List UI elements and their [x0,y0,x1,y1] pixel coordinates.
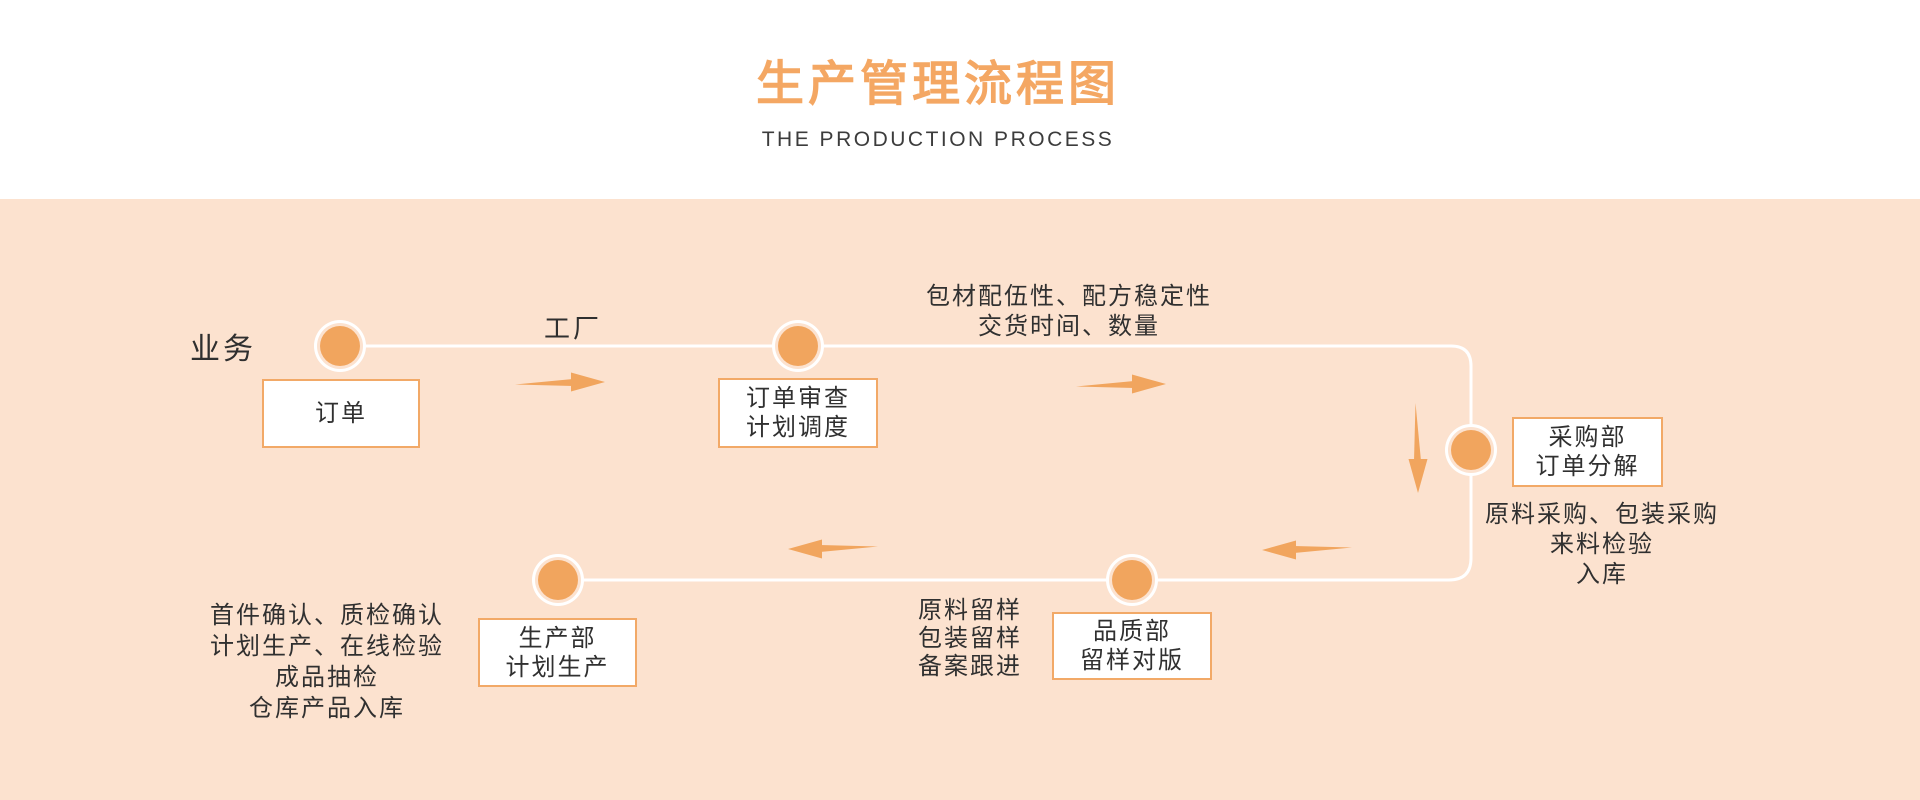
node-dot-quality [1112,560,1152,600]
arrow-right-icon [1076,372,1166,396]
node-dot-purchasing [1451,430,1491,470]
arrow-right-icon [515,370,605,394]
node-dot-production [538,560,578,600]
header: 生产管理流程图 THE PRODUCTION PROCESS [0,0,1920,199]
header-text-block: 生产管理流程图 THE PRODUCTION PROCESS [756,58,1120,151]
node-dot-review [778,326,818,366]
annotation-production: 首件确认、质检确认 计划生产、在线检验 成品抽检 仓库产品入库 [210,602,444,722]
arrow-left-icon [1262,538,1352,562]
annotation-purchasing: 原料采购、包装采购 来料检验 入库 [1485,501,1719,588]
flowchart-canvas: 业务 工厂 订单 订单审查 计划调度 采购部 订单分解 品质部 留样对版 生产部… [0,199,1920,800]
page-title: 生产管理流程图 [755,58,1121,111]
start-label: 业务 [190,333,256,366]
page-subtitle: THE PRODUCTION PROCESS [761,128,1115,151]
annotation-quality: 原料留样 包装留样 备案跟进 [918,597,1022,680]
node-box-review: 订单审查 计划调度 [718,378,878,448]
node-dot-order [320,326,360,366]
arrow-left-icon [788,537,878,561]
node-box-order: 订单 [262,379,420,448]
node-box-production: 生产部 计划生产 [478,618,637,687]
arrow-down-icon [1406,403,1430,493]
factory-label: 工厂 [543,313,603,344]
node-box-quality: 品质部 留样对版 [1052,612,1212,680]
node-box-purchasing: 采购部 订单分解 [1512,417,1663,487]
annotation-after-review: 包材配伍性、配方稳定性 交货时间、数量 [926,283,1212,340]
